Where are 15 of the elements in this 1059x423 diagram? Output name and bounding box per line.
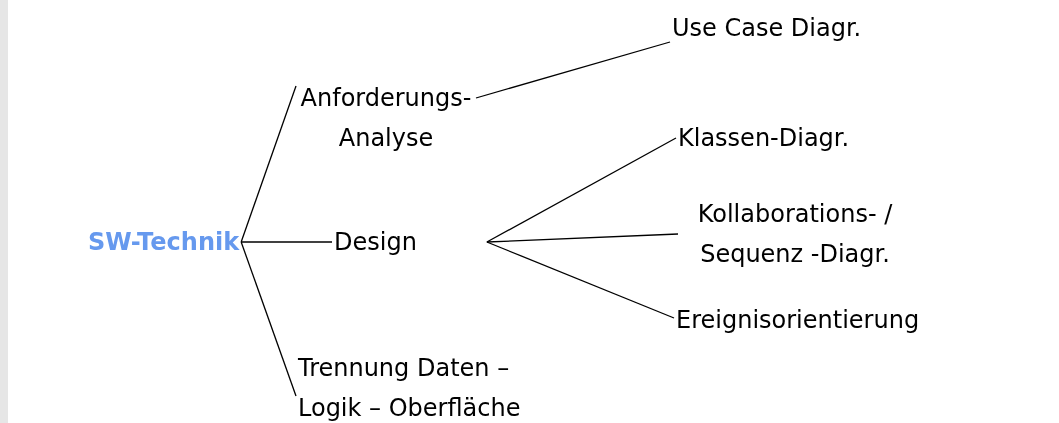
connector-line (240, 85, 297, 243)
root-topic: SW-Technik (88, 227, 240, 258)
connector-line (486, 241, 675, 319)
topic-label: Ereignisorientierung (676, 305, 920, 336)
topic-label: Kollaborations- / Sequenz -Diagr. (696, 199, 894, 270)
topic-label: Klassen-Diagr. (678, 123, 850, 154)
connector-line (486, 233, 679, 243)
topic-label: Trennung Daten – Logik – Oberfläche (298, 353, 522, 423)
connector-line (475, 41, 671, 99)
connector-line (240, 241, 333, 243)
connector-line (240, 241, 297, 397)
topic-label: Anforderungs- Analyse (299, 83, 473, 154)
topic-label: Use Case Diagr. (672, 13, 862, 44)
connector-line (486, 137, 677, 243)
topic-label: Design (334, 227, 417, 258)
